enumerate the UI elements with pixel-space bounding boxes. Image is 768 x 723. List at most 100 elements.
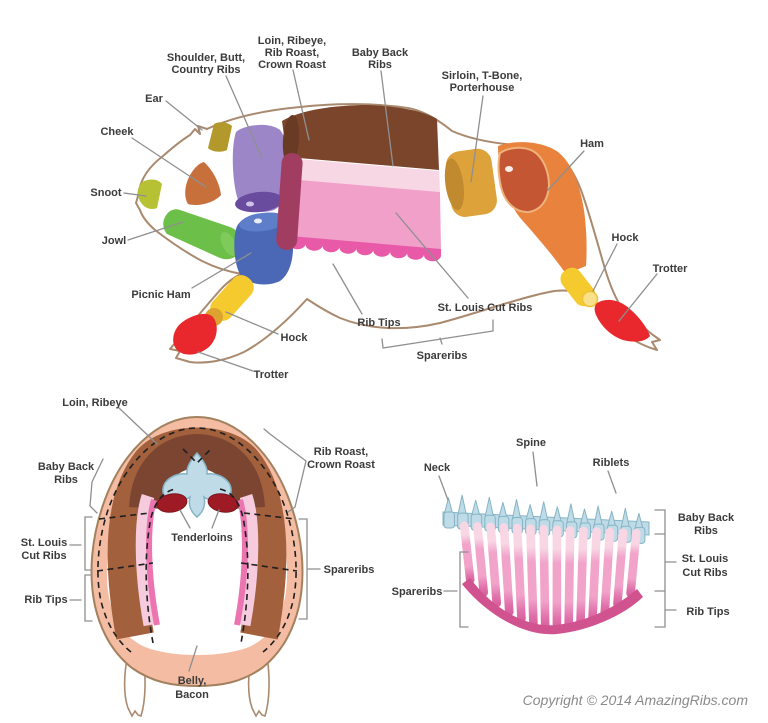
- rib-bone: [600, 527, 615, 617]
- spareribs-bracket: [381, 319, 494, 349]
- rib-rack-labels: Neck Spine Riblets Baby Back Ribs St. Lo…: [392, 437, 735, 618]
- picnic-ham-highlight: [254, 218, 262, 224]
- rib-rack-diagram: Neck Spine Riblets Baby Back Ribs St. Lo…: [392, 437, 735, 635]
- spareribs-right-bracket: [298, 518, 321, 620]
- rib-bone: [526, 524, 538, 628]
- rib-roast-bracket: [263, 428, 307, 513]
- rib-bone: [486, 522, 502, 608]
- rib-tips-bracket: [69, 574, 93, 622]
- label-riblets: Riblets: [593, 457, 630, 469]
- region-rear-trotter: [594, 299, 650, 342]
- label-sirloin-line2: Porterhouse: [450, 82, 515, 94]
- label-rack-st-louis-line2: Cut Ribs: [682, 567, 727, 579]
- rib-bone: [552, 525, 562, 632]
- label-jowl: Jowl: [102, 235, 126, 247]
- copyright-text: Copyright © 2014 AmazingRibs.com: [523, 692, 749, 708]
- label-loin-line3: Crown Roast: [258, 59, 326, 71]
- jowl-cap: [220, 232, 238, 256]
- label-rack-baby-back-line2: Ribs: [694, 525, 718, 537]
- region-front-trotter: [173, 313, 217, 355]
- label-neck: Neck: [424, 462, 451, 474]
- cross-section-dark-shoulders: [129, 433, 265, 510]
- label-rack-rib-tips: Rib Tips: [686, 606, 729, 618]
- region-slab-cut-face: [276, 153, 303, 250]
- label-spareribs: Spareribs: [417, 350, 468, 362]
- label-cs-spareribs: Spareribs: [324, 564, 375, 576]
- label-cheek: Cheek: [100, 126, 134, 138]
- rib-bone: [613, 528, 628, 609]
- rib-bones: [459, 521, 641, 632]
- label-cs-st-louis-line2: Cut Ribs: [21, 550, 66, 562]
- vertebra-block: [443, 511, 455, 529]
- label-cs-baby-back-line2: Ribs: [54, 474, 78, 486]
- label-front-hock: Hock: [281, 332, 309, 344]
- label-sirloin-line1: Sirloin, T-Bone,: [442, 70, 523, 82]
- label-spine: Spine: [516, 437, 546, 449]
- rack-right-bracket: [654, 509, 677, 628]
- region-baby-back-band: [287, 158, 440, 192]
- shoulder-butt-highlight: [246, 201, 254, 207]
- side-view-labels: Shoulder, Butt, Country Ribs Loin, Ribey…: [90, 35, 688, 381]
- shoulder-butt-cap: [235, 191, 283, 213]
- label-loin-ribeye: Loin, Ribeye: [62, 397, 127, 409]
- picnic-ham-cap: [239, 212, 287, 232]
- region-cheek: [185, 162, 221, 205]
- label-loin-line1: Loin, Ribeye,: [258, 35, 326, 47]
- tenderloin-left: [156, 493, 188, 513]
- label-snoot: Snoot: [90, 187, 121, 199]
- cross-section-diagram: Loin, Ribeye Baby Back Ribs St. Louis Cu…: [21, 397, 375, 718]
- label-rib-tips: Rib Tips: [357, 317, 400, 329]
- region-rib-tips-scallop: [288, 236, 441, 262]
- label-st-louis: St. Louis Cut Ribs: [438, 302, 533, 314]
- tenderloin-right: [207, 493, 239, 513]
- label-ham: Ham: [580, 138, 604, 150]
- rib-bone: [576, 526, 588, 629]
- label-belly-line1: Belly,: [178, 675, 207, 687]
- cross-section-dashed-lines: [96, 427, 298, 653]
- label-rear-trotter: Trotter: [653, 263, 689, 275]
- label-cs-baby-back-line1: Baby Back: [38, 461, 95, 473]
- lining-left-deep: [146, 499, 160, 626]
- label-shoulder-line1: Shoulder, Butt,: [167, 52, 245, 64]
- label-ear: Ear: [145, 93, 163, 105]
- lining-left-light: [135, 493, 157, 627]
- label-rack-baby-back-line1: Baby Back: [678, 512, 735, 524]
- side-view-leader-lines: [123, 69, 658, 372]
- label-baby-back-line2: Ribs: [368, 59, 392, 71]
- rib-bone: [473, 522, 489, 597]
- label-shoulder-line2: Country Ribs: [171, 64, 240, 76]
- rib-bone: [459, 521, 475, 585]
- label-front-trotter: Trotter: [254, 369, 290, 381]
- lining-right-deep: [234, 499, 248, 626]
- cross-section-labels: Loin, Ribeye Baby Back Ribs St. Louis Cu…: [21, 397, 375, 701]
- region-sirloin: [444, 148, 497, 217]
- label-rib-roast-line1: Rib Roast,: [314, 446, 368, 458]
- side-view-diagram: Shoulder, Butt, Country Ribs Loin, Ribey…: [90, 35, 688, 381]
- region-front-hock: [210, 275, 254, 321]
- label-rack-st-louis-line1: St. Louis: [682, 553, 728, 565]
- label-picnic-ham: Picnic Ham: [131, 289, 191, 301]
- rib-bone: [626, 528, 641, 598]
- region-shoulder-butt: [232, 124, 289, 212]
- rib-bone: [539, 524, 550, 631]
- label-rack-spareribs: Spareribs: [392, 586, 443, 598]
- baby-back-bracket: [89, 458, 104, 514]
- rack-spareribs-bracket: [443, 551, 469, 628]
- region-snoot: [138, 179, 162, 209]
- rib-bone: [588, 527, 601, 624]
- lining-right-light: [237, 493, 259, 627]
- region-ear: [208, 122, 232, 152]
- rib-bone: [564, 526, 575, 632]
- rear-hock-knob: [581, 290, 599, 308]
- rib-rack-leader-lines: [438, 451, 677, 628]
- label-rear-hock: Hock: [612, 232, 640, 244]
- rib-tips-sweep: [462, 578, 643, 635]
- label-belly-line2: Bacon: [175, 689, 209, 701]
- ham-inner-dark: [497, 146, 551, 214]
- rib-bone: [512, 523, 526, 624]
- loin-cap: [282, 115, 300, 165]
- label-baby-back-line1: Baby Back: [352, 47, 409, 59]
- label-rib-roast-line2: Crown Roast: [307, 459, 375, 471]
